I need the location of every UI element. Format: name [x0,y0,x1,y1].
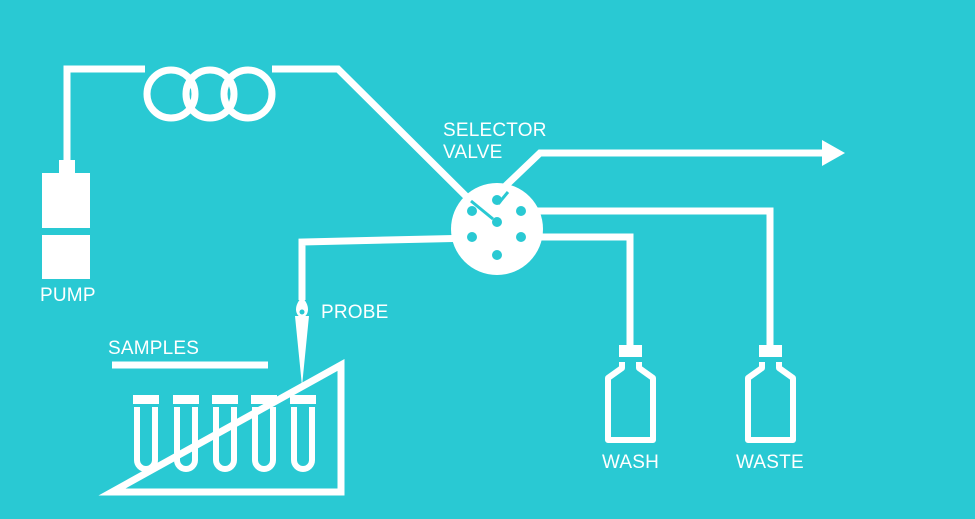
waste-bottle-icon [745,345,796,443]
coil-loop-3 [220,66,276,122]
pump-tubing [63,65,145,160]
pump-icon [42,160,90,279]
pump-label: PUMP [40,285,96,306]
sample-tube-2 [173,395,199,472]
outlet-arrow-icon [822,140,845,166]
coil-loop-2 [182,66,238,122]
sample-tubes [133,395,316,472]
wash-bottle-icon [605,345,656,443]
probe-icon [295,297,309,386]
sample-tube-3 [212,395,238,472]
sample-tube-5 [290,395,316,472]
outlet-tubing [492,149,825,199]
wash-tubing [520,233,634,345]
waste-label: WASTE [736,452,804,473]
coil-loop-1 [143,66,199,122]
selector-valve-label-line1: SELECTOR [443,120,547,141]
selector-valve-label: SELECTOR VALVE [443,120,547,164]
probe-label: PROBE [321,302,389,323]
samples-tray [98,359,345,496]
wash-label: WASH [602,452,660,473]
selector-valve-icon [451,183,543,275]
sample-tube-1 [133,395,159,472]
samples-label: SAMPLES [108,338,200,359]
sample-tube-4 [251,395,277,472]
waste-tubing [520,207,774,345]
selector-valve-label-line2: VALVE [443,142,503,163]
coil-to-valve-tubing [272,65,493,223]
probe-tubing [298,234,477,300]
